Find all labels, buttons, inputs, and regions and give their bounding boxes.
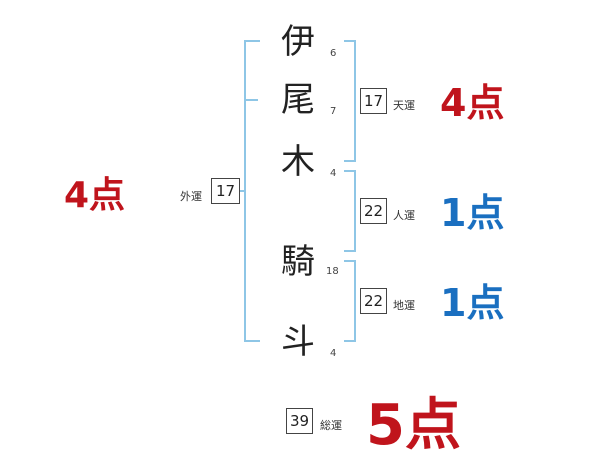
chikaku-score: 1点 xyxy=(440,281,505,325)
stroke-count-1: 6 xyxy=(330,48,337,59)
tenkaku-bracket xyxy=(344,40,356,162)
chikaku-bracket xyxy=(344,260,356,342)
stroke-count-4: 18 xyxy=(326,266,339,277)
name-char-1: 伊 xyxy=(281,22,315,62)
jinkaku-label: 人運 xyxy=(393,209,415,222)
soukaku-label: 総運 xyxy=(320,419,342,432)
soukaku-value: 39 xyxy=(286,408,313,434)
tenkaku-value: 17 xyxy=(360,88,387,114)
name-char-5: 斗 xyxy=(281,322,315,362)
outer-bracket xyxy=(244,40,260,342)
name-char-3: 木 xyxy=(281,142,315,182)
tenkaku-label: 天運 xyxy=(393,99,415,112)
gaikaku-label: 外運 xyxy=(180,190,202,203)
chikaku-label: 地運 xyxy=(393,299,415,312)
gaikaku-score: 4点 xyxy=(64,175,126,216)
stroke-count-2: 7 xyxy=(330,106,337,117)
stroke-count-3: 4 xyxy=(330,168,337,179)
tenkaku-score: 4点 xyxy=(440,81,505,125)
name-char-2: 尾 xyxy=(281,80,315,120)
chikaku-value: 22 xyxy=(360,288,387,314)
soukaku-score: 5点 xyxy=(366,393,461,458)
name-char-4: 騎 xyxy=(281,242,315,282)
jinkaku-value: 22 xyxy=(360,198,387,224)
stroke-count-5: 4 xyxy=(330,348,337,359)
gaikaku-value: 17 xyxy=(211,178,240,204)
jinkaku-bracket xyxy=(344,170,356,252)
jinkaku-score: 1点 xyxy=(440,191,505,235)
outer-bracket-tick xyxy=(244,99,258,101)
